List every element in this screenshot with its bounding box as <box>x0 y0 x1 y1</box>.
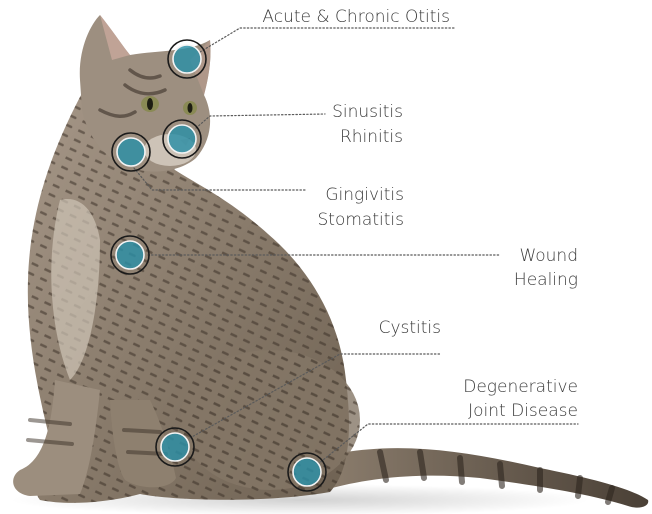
label-joint-disease: Joint Disease <box>468 401 578 421</box>
label-cystitis: Cystitis <box>379 318 441 338</box>
label-sinusitis: Sinusitis <box>332 102 403 122</box>
label-healing: Healing <box>514 270 578 290</box>
label-degenerative: Degenerative <box>463 377 578 397</box>
marker-joint[interactable] <box>288 453 326 491</box>
marker-body[interactable] <box>111 236 149 274</box>
marker-mouth[interactable] <box>112 133 150 171</box>
leader-otitis <box>200 28 455 52</box>
label-wound: Wound <box>519 246 578 266</box>
marker-nose[interactable] <box>163 120 201 158</box>
label-gingivitis: Gingivitis <box>325 185 404 205</box>
leader-sinusitis <box>196 114 325 128</box>
marker-bladder[interactable] <box>156 428 194 466</box>
label-stomatitis: Stomatitis <box>318 210 404 230</box>
label-acute-chronic-otitis: Acute & Chronic Otitis <box>262 7 450 27</box>
label-rhinitis: Rhinitis <box>340 127 403 147</box>
marker-ear[interactable] <box>168 40 206 78</box>
